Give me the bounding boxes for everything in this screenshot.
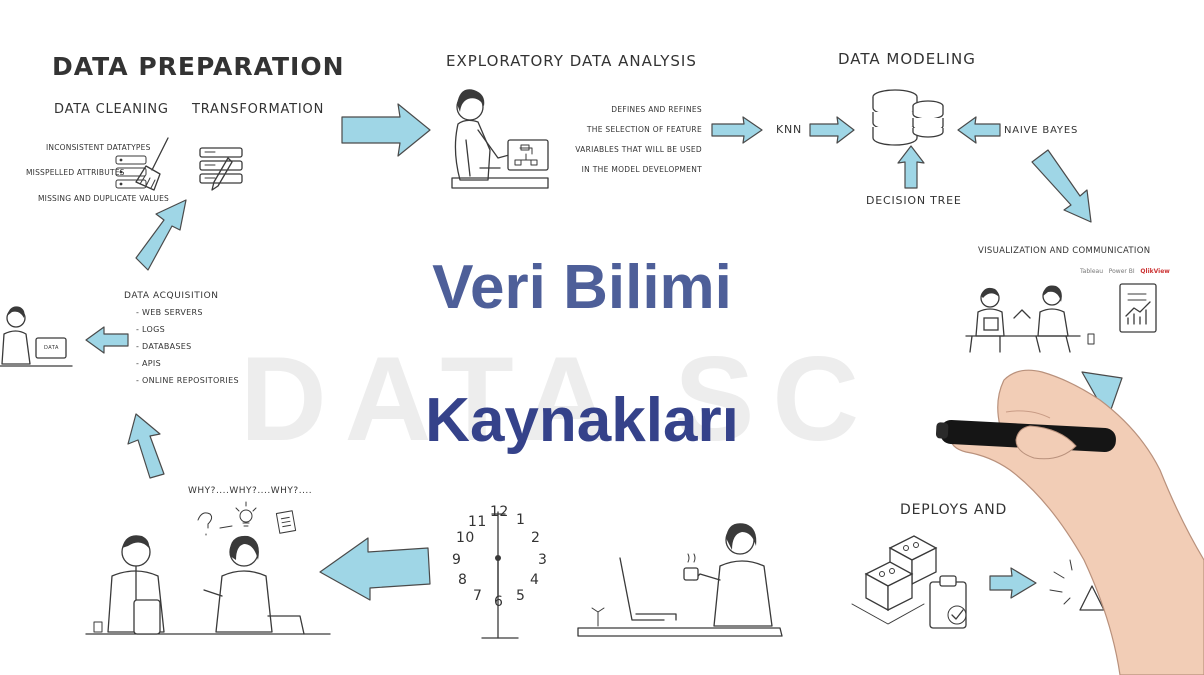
broom-icon — [135, 137, 169, 191]
clock-number-5: 5 — [516, 588, 526, 604]
tableau-logo: Tableau — [1080, 268, 1103, 275]
qlikview-logo: QlikView — [1140, 268, 1170, 275]
clipboard-check-icon — [929, 575, 967, 629]
arrow-acquisition-left — [85, 326, 129, 354]
arrow-eda-to-knn — [711, 116, 763, 144]
main-title-line1: Veri Bilimi — [432, 253, 732, 322]
server-list-icon — [199, 147, 243, 191]
visualization-heading: VISUALIZATION AND COMMUNICATION — [978, 246, 1151, 256]
clock-number-1: 1 — [516, 512, 526, 528]
arrow-tree-to-db — [897, 145, 925, 189]
blocks-icon — [851, 535, 938, 625]
visualization-team-illustration — [965, 285, 1095, 353]
coffee-break-illustration — [577, 523, 783, 637]
arrow-why-to-acquisition — [127, 413, 165, 479]
data-preparation-heading: DATA PREPARATION — [52, 52, 345, 81]
eda-analyst-illustration — [451, 89, 549, 189]
issue-missing-duplicate: MISSING AND DUPLICATE VALUES — [38, 194, 169, 203]
clock-number-10: 10 — [456, 530, 475, 546]
arrow-model-to-vis — [1031, 149, 1092, 223]
arrow-prep-to-eda — [341, 103, 431, 157]
transformation-label: TRANSFORMATION — [192, 102, 325, 117]
clock-number-2: 2 — [531, 530, 541, 546]
source-item: APIS — [136, 355, 239, 372]
naive-bayes-label: NAIVE BAYES — [1004, 125, 1079, 136]
background-watermark: DATA SC — [240, 332, 878, 466]
marker-hand-icon — [935, 369, 1204, 675]
screen-data-label: DATA — [44, 345, 59, 351]
deploys-heading: DEPLOYS AND — [900, 502, 1008, 518]
decision-tree-label: DECISION TREE — [866, 194, 962, 207]
bi-tool-logos: Tableau Power BI QlikView — [1080, 268, 1170, 275]
main-title-line2: Kaynakları — [425, 386, 739, 455]
arrow-deploy-to-rocket — [989, 567, 1037, 599]
clock-number-8: 8 — [458, 572, 468, 588]
arrow-clock-to-why — [319, 537, 431, 601]
clock-number-7: 7 — [473, 588, 483, 604]
arrow-naive-to-db — [957, 116, 1001, 144]
source-item: WEB SERVERS — [136, 304, 239, 321]
acquisition-analyst-illustration — [0, 306, 73, 367]
clock-number-3: 3 — [538, 552, 548, 568]
why-discussion-illustration — [85, 512, 331, 635]
data-acquisition-heading: DATA ACQUISITION — [124, 291, 219, 301]
data-cleaning-label: DATA CLEANING — [54, 102, 169, 117]
clock-number-11: 11 — [468, 514, 487, 530]
report-chart-icon — [1119, 283, 1157, 333]
data-modeling-heading: DATA MODELING — [838, 50, 976, 68]
rocket-icon — [1049, 559, 1105, 611]
clock-number-9: 9 — [452, 552, 462, 568]
eda-description-line: DEFINES AND REFINES — [611, 105, 702, 114]
source-item: LOGS — [136, 321, 239, 338]
eda-description-line: THE SELECTION OF FEATURE — [586, 125, 702, 134]
acquisition-source-list: WEB SERVERS LOGS DATABASES APIS ONLINE R… — [136, 304, 239, 389]
lightbulb-icon — [235, 501, 257, 527]
eda-description: DEFINES AND REFINES THE SELECTION OF FEA… — [560, 100, 702, 180]
database-icon — [872, 89, 944, 146]
why-question-text: WHY?....WHY?....WHY?.... — [188, 486, 313, 496]
document-icon — [275, 510, 297, 534]
arrow-acquisition-to-prep — [135, 199, 187, 271]
issue-inconsistent-datatypes: INCONSISTENT DATATYPES — [46, 143, 151, 152]
clock-number-12: 12 — [490, 504, 509, 520]
eda-heading: EXPLORATORY DATA ANALYSIS — [446, 52, 697, 70]
clock-icon — [481, 511, 519, 639]
clock-number-4: 4 — [530, 572, 540, 588]
eda-description-line: VARIABLES THAT WILL BE USED — [575, 145, 702, 154]
arrow-knn-to-db — [809, 116, 855, 144]
arrow-vis-to-deploy — [1081, 371, 1123, 419]
eda-description-line: IN THE MODEL DEVELOPMENT — [581, 165, 702, 174]
server-list-icon-small — [115, 155, 147, 189]
powerbi-logo: Power BI — [1108, 268, 1135, 275]
source-item: ONLINE REPOSITORIES — [136, 372, 239, 389]
issue-misspelled-attributes: MISSPELLED ATTRIBUTES — [26, 168, 125, 177]
clock-number-6: 6 — [494, 594, 504, 610]
source-item: DATABASES — [136, 338, 239, 355]
knn-label: KNN — [776, 123, 803, 136]
